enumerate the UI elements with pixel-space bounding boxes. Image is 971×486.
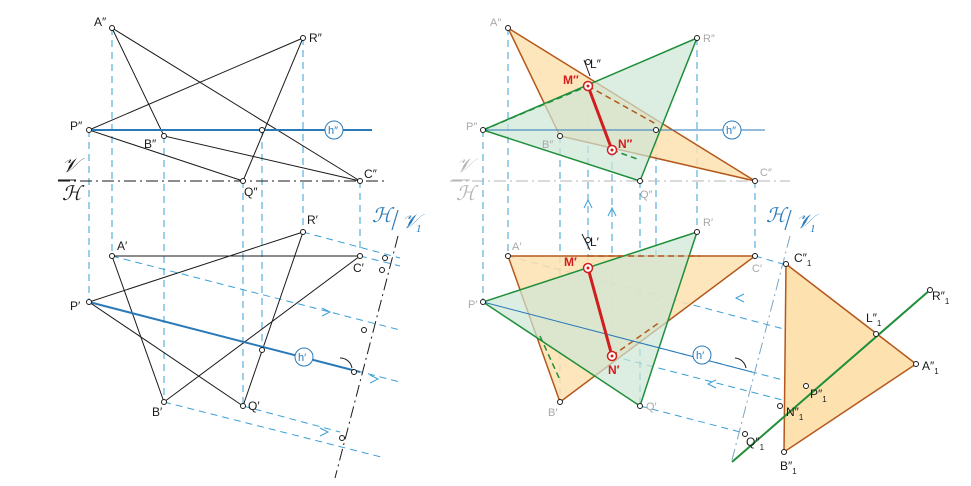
right-label-B-h: B′ bbox=[548, 407, 557, 419]
right-axis-hv1 bbox=[731, 235, 791, 461]
left-plane-h-label: ℋ bbox=[62, 183, 85, 205]
left-label-C-h: C′ bbox=[353, 261, 365, 275]
right-label-R-v: R″ bbox=[703, 33, 715, 45]
right-label-P-1: P″1 bbox=[810, 387, 827, 404]
svg-text:h″: h″ bbox=[328, 125, 338, 137]
right-label-R-h: R′ bbox=[703, 217, 713, 229]
right-label-C-h: C′ bbox=[752, 263, 762, 275]
right-label-P-h: P′ bbox=[468, 299, 477, 311]
left-label-R-v: R″ bbox=[309, 31, 323, 45]
right-panel: 𝒱 ℋ ℋ 𝒱 bbox=[450, 17, 950, 476]
right-plane-h-label: ℋ bbox=[456, 183, 479, 205]
left-panel: 𝒱 ℋ ℋ 𝒱 bbox=[58, 15, 425, 479]
right-label-M-h: M′ bbox=[564, 255, 577, 269]
left-label-A-v: A″ bbox=[94, 15, 107, 29]
left-new-axis-h: ℋ bbox=[372, 205, 395, 227]
right-label-B-1: B″1 bbox=[780, 459, 797, 476]
right-right-angle-mark bbox=[734, 357, 747, 369]
right-label-A-1: A″1 bbox=[922, 359, 939, 376]
right-label-Q-1: Q″1 bbox=[746, 435, 765, 452]
right-point-dots bbox=[480, 25, 933, 455]
left-label-R-h: R′ bbox=[307, 213, 319, 227]
right-label-A-h: A′ bbox=[512, 241, 521, 253]
svg-text:h′: h′ bbox=[696, 350, 704, 362]
right-label-C-1: C″1 bbox=[794, 251, 812, 268]
right-label-R-1: R″1 bbox=[932, 289, 950, 306]
left-h-h-line bbox=[88, 301, 361, 373]
left-new-axis-v: 𝒱 bbox=[402, 211, 425, 233]
left-label-P-v: P″ bbox=[70, 119, 83, 133]
right-triangle-ABC-1 bbox=[783, 262, 918, 454]
right-label-L-1: L″1 bbox=[866, 311, 882, 328]
left-h-v-badge: h″ bbox=[324, 120, 344, 140]
right-MN-v bbox=[586, 85, 614, 151]
right-label-B-v: B″ bbox=[542, 139, 553, 151]
right-L-tick-v bbox=[583, 59, 591, 77]
left-right-angle-mark bbox=[339, 357, 353, 369]
right-label-N-h: N′ bbox=[608, 363, 620, 377]
right-label-L-v: L″ bbox=[590, 57, 602, 71]
svg-text:h′: h′ bbox=[298, 352, 306, 364]
right-transfer-arrows bbox=[706, 293, 745, 389]
left-label-Q-h: Q′ bbox=[248, 399, 260, 413]
right-MN-h bbox=[586, 267, 614, 357]
left-label-B-h: B′ bbox=[152, 405, 163, 419]
right-label-L-h: L′ bbox=[590, 235, 600, 249]
right-plane-PQR-1-edge bbox=[731, 289, 931, 463]
left-transfer-arrows bbox=[319, 307, 380, 437]
right-label-C-v: C″ bbox=[760, 167, 772, 179]
left-label-P-h: P′ bbox=[70, 299, 81, 313]
left-triangles-h bbox=[87, 231, 362, 407]
right-h-v-badge: h″ bbox=[722, 120, 742, 140]
right-h-h-badge: h′ bbox=[692, 345, 712, 365]
left-triangles-v bbox=[87, 26, 361, 182]
right-label-M-v: M″ bbox=[563, 73, 579, 87]
right-plane-v-label: 𝒱 bbox=[456, 155, 479, 177]
right-label-Q-h: Q′ bbox=[646, 401, 657, 413]
svg-text:h″: h″ bbox=[726, 125, 736, 137]
right-new-axis-v: 𝒱 bbox=[796, 211, 819, 233]
left-point-dots bbox=[86, 25, 388, 441]
right-label-N-v: N″ bbox=[618, 137, 633, 151]
left-label-Q-v: Q″ bbox=[244, 185, 258, 199]
right-label-P-v: P″ bbox=[466, 121, 477, 133]
right-new-axis-h: ℋ bbox=[766, 205, 789, 227]
left-new-axis-divider bbox=[391, 209, 399, 231]
right-M-N-dots bbox=[586, 84, 614, 358]
right-label-Q-v: Q″ bbox=[640, 189, 653, 201]
left-ordinal-lines bbox=[88, 28, 361, 406]
left-label-B-v: B″ bbox=[144, 137, 157, 151]
right-label-N-1: N″1 bbox=[786, 405, 804, 422]
right-label-A-v: A″ bbox=[490, 17, 501, 29]
left-axis-hv1 bbox=[334, 235, 399, 479]
left-label-C-v: C″ bbox=[364, 167, 378, 181]
right-new-axis-divider bbox=[784, 209, 792, 231]
left-h-h-badge: h′ bbox=[294, 347, 314, 367]
right-ordinal-arrows bbox=[583, 198, 617, 217]
left-plane-v-label: 𝒱 bbox=[62, 155, 85, 177]
left-label-A-h: A′ bbox=[117, 239, 128, 253]
right-hidden-edges-h bbox=[539, 255, 700, 381]
